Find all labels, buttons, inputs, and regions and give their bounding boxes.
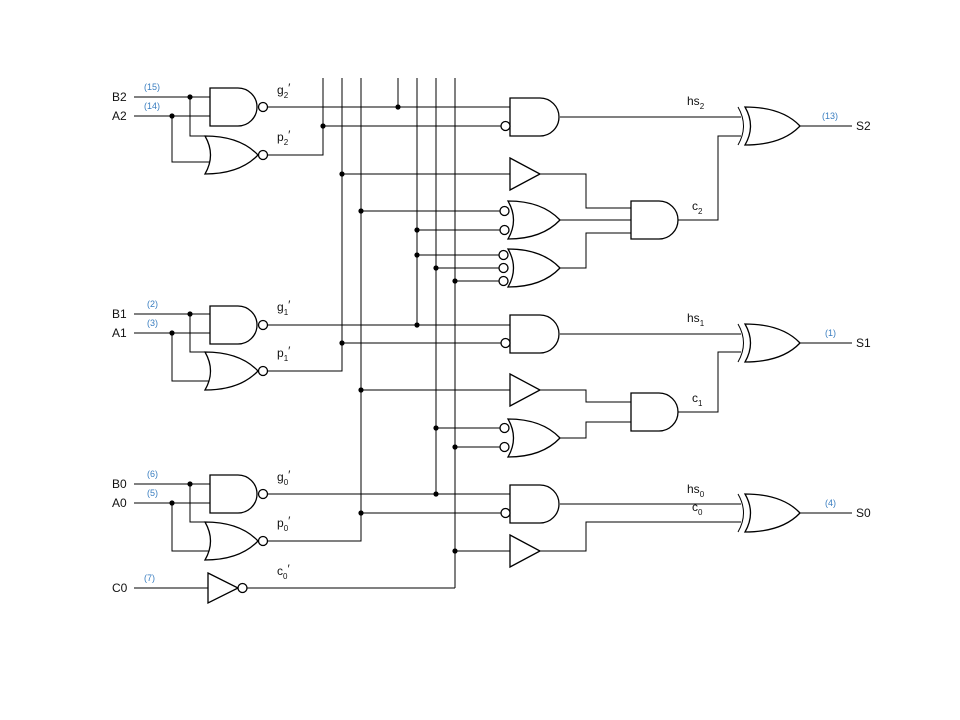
output-label-s1: S1 — [856, 336, 871, 350]
buffer-gate-bit2 — [509, 156, 542, 192]
input-label-a0: A0 — [112, 496, 127, 510]
pin-number-b1: (2) — [147, 299, 158, 309]
output-label-s0: S0 — [856, 506, 871, 520]
pin-number-s1: (1) — [825, 328, 836, 338]
xor-gate-s1 — [737, 323, 801, 363]
signal-label-hs2: hs2 — [687, 94, 705, 111]
and-gate-c2 — [630, 200, 679, 240]
junction-dots — [169, 94, 458, 554]
signal-label-c2: c2 — [692, 199, 703, 216]
input-label-a2: A2 — [112, 109, 127, 123]
and-gate-hs0 — [500, 484, 560, 524]
and-gate-c1 — [630, 392, 679, 432]
pin-number-b2: (15) — [144, 82, 160, 92]
and-gate-hs2 — [500, 97, 560, 137]
pin-number-a2: (14) — [144, 101, 160, 111]
xor-gate-s2 — [737, 106, 801, 146]
nor-gate-p1 — [203, 351, 269, 391]
signal-label-p2: p2′ — [277, 128, 291, 147]
signal-label-hs0: hs0 — [687, 482, 705, 499]
or-gate-3input-bit2 — [498, 248, 561, 288]
nor-gate-p2 — [203, 135, 269, 175]
wires — [134, 78, 852, 589]
buffer-gate-bit1 — [509, 372, 542, 408]
nor-gate-p0 — [203, 521, 269, 561]
output-label-s2: S2 — [856, 119, 871, 133]
pin-number-a0: (5) — [147, 488, 158, 498]
pin-number-s2: (13) — [822, 111, 838, 121]
input-label-b2: B2 — [112, 90, 127, 104]
pin-number-s0: (4) — [825, 498, 836, 508]
nand-gate-g2 — [209, 87, 269, 127]
signal-label-g2: g2′ — [277, 81, 291, 100]
nand-gate-g1 — [209, 305, 269, 345]
input-label-a1: A1 — [112, 326, 127, 340]
signal-label-g1: g1′ — [277, 298, 291, 317]
signal-label-c1: c1 — [692, 391, 703, 408]
and-gate-hs1 — [500, 314, 560, 354]
signal-label-p0: p0′ — [277, 514, 291, 533]
input-label-c0: C0 — [112, 581, 128, 595]
signal-label-c0-prime: c0′ — [277, 562, 290, 581]
xor-gate-s0 — [737, 493, 801, 533]
signal-label-c0: c0 — [692, 500, 703, 517]
pin-number-a1: (3) — [147, 318, 158, 328]
signal-label-p1: p1′ — [277, 344, 291, 363]
signal-label-hs1: hs1 — [687, 311, 705, 328]
or-gate-2input-bit1 — [499, 418, 561, 458]
nand-gate-g0 — [209, 474, 269, 514]
pin-number-b0: (6) — [147, 469, 158, 479]
pin-number-c0: (7) — [144, 573, 155, 583]
signal-label-g0: g0′ — [277, 468, 291, 487]
buffer-gate-bit0 — [509, 533, 542, 569]
input-label-b1: B1 — [112, 307, 127, 321]
or-gate-2input-bit2 — [499, 200, 561, 240]
input-label-b0: B0 — [112, 477, 127, 491]
inverter-c0 — [207, 571, 248, 605]
